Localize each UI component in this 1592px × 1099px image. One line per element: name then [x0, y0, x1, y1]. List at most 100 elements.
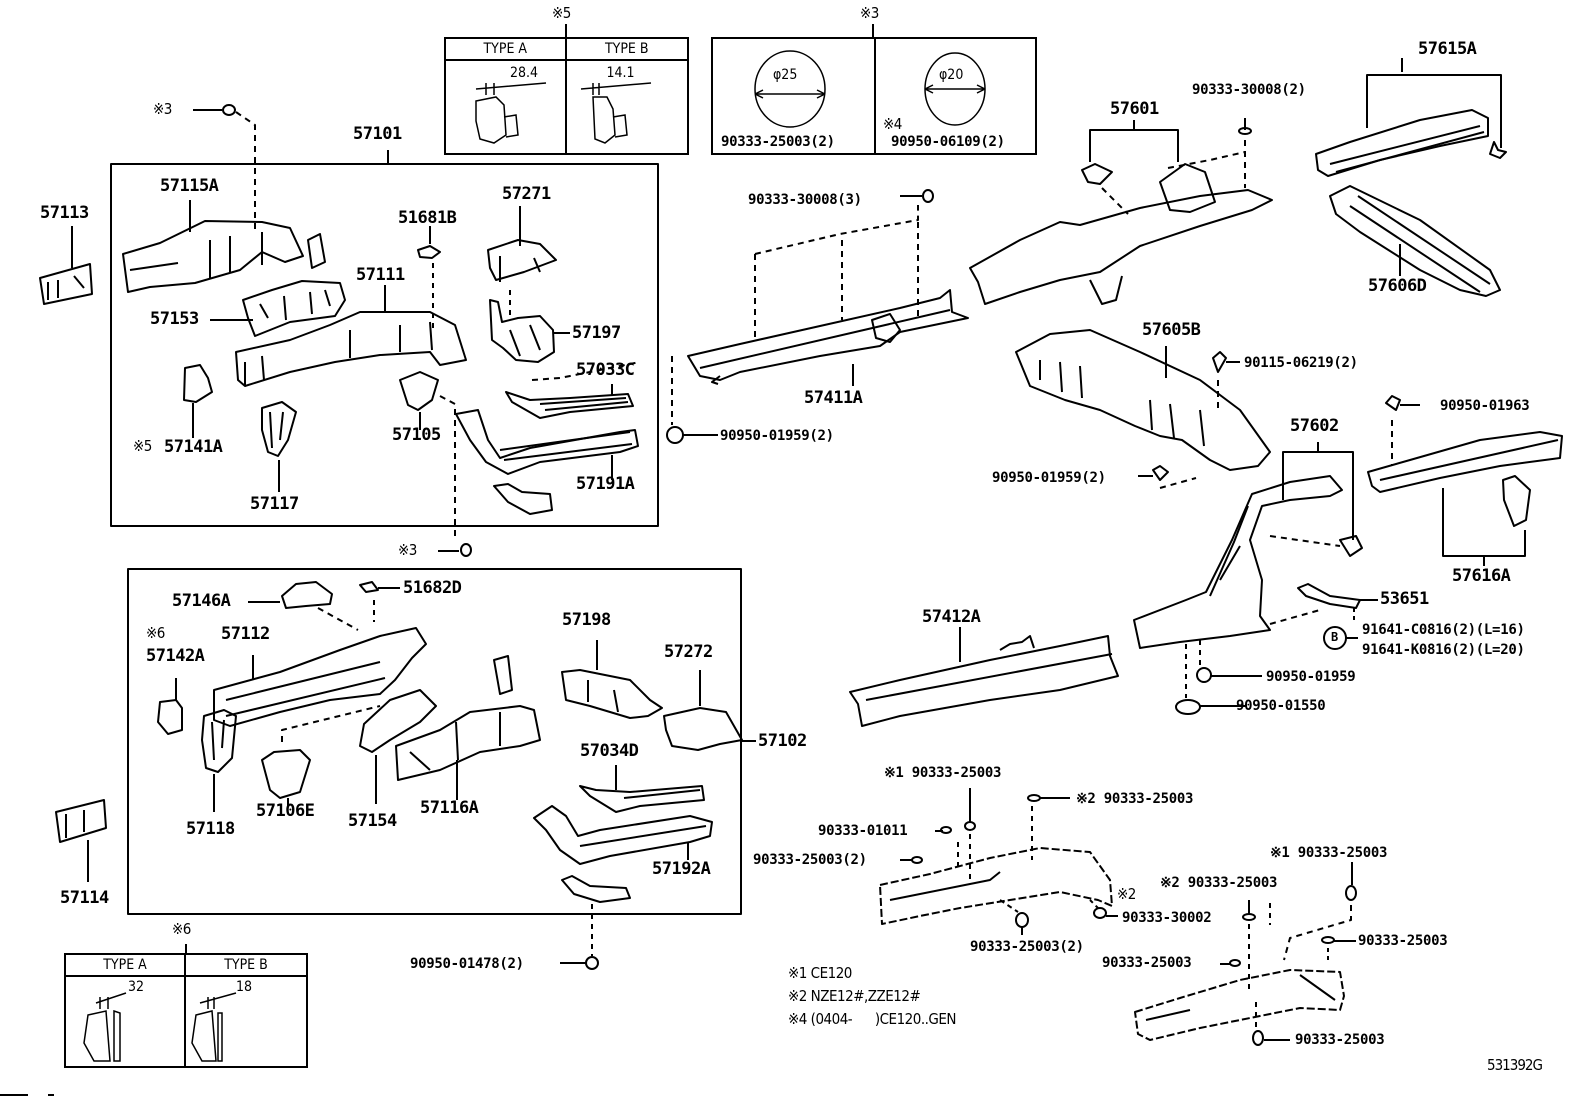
label-57115a[interactable]: 57115A [160, 176, 219, 196]
label-57154[interactable]: 57154 [348, 811, 397, 831]
part-57412a [849, 627, 1119, 727]
label-57033c[interactable]: 57033C [576, 360, 635, 380]
reinforcement-type-a-icon [83, 992, 127, 1062]
part-57197 [489, 299, 570, 363]
label-90950-01959[interactable]: 90950-01959 [1266, 669, 1356, 685]
part-57106e [261, 705, 381, 806]
plug1-label-s1[interactable]: ※1 90333-25003 [884, 765, 1002, 781]
label-57616a[interactable]: 57616A [1452, 566, 1511, 586]
reinforcement-type-b-icon [191, 992, 237, 1062]
label-57271[interactable]: 57271 [502, 184, 551, 204]
table-s6-dim-b: 18 [236, 979, 253, 995]
label-57412a[interactable]: 57412A [922, 607, 981, 627]
label-57118[interactable]: 57118 [186, 819, 235, 839]
part-53651 [1269, 583, 1378, 650]
part-57616a [1367, 395, 1563, 566]
plug2-label-s1[interactable]: ※1 90333-25003 [1270, 845, 1388, 861]
label-57615a[interactable]: 57615A [1418, 39, 1477, 59]
label-90950-01959-2-left[interactable]: 90950-01959(2) [720, 428, 834, 444]
table-s6-marker: ※6 [172, 920, 191, 938]
label-91641-k0816[interactable]: 91641-K0816(2)(L=20) [1362, 642, 1525, 658]
legend-s1: ※1 CE120 [788, 964, 852, 982]
label-57146a[interactable]: 57146A [172, 591, 231, 611]
part-57272 [663, 670, 743, 751]
part-57033c [505, 361, 641, 419]
label-57605b[interactable]: 57605B [1142, 320, 1201, 340]
label-90950-01963[interactable]: 90950-01963 [1440, 398, 1530, 414]
label-57113[interactable]: 57113 [40, 203, 89, 223]
marker-s3-mid: ※3 [398, 541, 417, 559]
plug1-label-90333-30002[interactable]: 90333-30002 [1122, 910, 1212, 926]
plug1-note-s2: ※2 [1117, 885, 1136, 903]
label-51682d[interactable]: 51682D [403, 578, 462, 598]
label-57198[interactable]: 57198 [562, 610, 611, 630]
part-57105 [399, 371, 456, 540]
part-57116a [395, 655, 541, 800]
part-51682d [359, 581, 400, 622]
label-57153[interactable]: 57153 [150, 309, 199, 329]
label-90333-30008-3[interactable]: 90333-30008(3) [748, 192, 862, 208]
label-57191a[interactable]: 57191A [576, 474, 635, 494]
label-90115-06219-2[interactable]: 90115-06219(2) [1244, 355, 1358, 371]
part-57118 [201, 709, 237, 812]
label-57116a[interactable]: 57116A [420, 798, 479, 818]
plug1-label-90333-01011[interactable]: 90333-01011 [818, 823, 908, 839]
part-57142a [157, 678, 183, 735]
plug2-label-90333-25003-bottom[interactable]: 90333-25003 [1295, 1032, 1385, 1048]
label-57602[interactable]: 57602 [1290, 416, 1339, 436]
label-57111[interactable]: 57111 [356, 265, 405, 285]
plug-group-2 [1134, 862, 1357, 1046]
part-57198 [561, 640, 663, 719]
label-57117[interactable]: 57117 [250, 494, 299, 514]
plug2-label-90333-25003-left[interactable]: 90333-25003 [1102, 955, 1192, 971]
plug2-label-90333-25003-right[interactable]: 90333-25003 [1358, 933, 1448, 949]
label-57142a[interactable]: 57142A [146, 646, 205, 666]
plug-group-1 [879, 788, 1118, 935]
label-57272[interactable]: 57272 [664, 642, 713, 662]
table-s3: φ25 φ20 90333-25003(2) ※4 90950-06109(2) [711, 37, 1037, 155]
label-57106e[interactable]: 57106E [256, 801, 315, 821]
plug1-label-s2[interactable]: ※2 90333-25003 [1076, 791, 1194, 807]
plug-s3-mid [438, 543, 472, 557]
table-s6-header-type-a: TYPE A [66, 955, 186, 977]
clip-type-b-icon [580, 82, 651, 144]
label-90950-01550[interactable]: 90950-01550 [1236, 698, 1326, 714]
label-57197[interactable]: 57197 [572, 323, 621, 343]
plug2-label-s2[interactable]: ※2 90333-25003 [1160, 875, 1278, 891]
label-90333-30008-2[interactable]: 90333-30008(2) [1192, 82, 1306, 98]
plug1-label-90333-25003-2-bottom[interactable]: 90333-25003(2) [970, 939, 1084, 955]
table-s5-dim-b: 14.1 [606, 65, 635, 81]
plug-s3-top [193, 104, 256, 230]
label-91641-c0816[interactable]: 91641-C0816(2)(L=16) [1362, 622, 1525, 638]
label-57112[interactable]: 57112 [221, 624, 270, 644]
part-57601 [969, 118, 1273, 305]
label-57411a[interactable]: 57411A [804, 388, 863, 408]
bolt-marker-b: B [1331, 630, 1338, 644]
part-57146a [248, 581, 359, 631]
label-57102[interactable]: 57102 [758, 731, 807, 751]
label-57141a[interactable]: 57141A [164, 437, 223, 457]
label-57601[interactable]: 57601 [1110, 99, 1159, 119]
hole-plug-part-left: 90333-25003(2) [721, 134, 835, 150]
hole-note-s4: ※4 [883, 115, 902, 133]
label-90950-01478-2[interactable]: 90950-01478(2) [410, 956, 524, 972]
table-s6-header-type-b: TYPE B [186, 955, 306, 977]
label-57192a[interactable]: 57192A [652, 859, 711, 879]
plug1-label-90333-25003-2[interactable]: 90333-25003(2) [753, 852, 867, 868]
part-57411a [687, 189, 969, 386]
part-57602 [1133, 442, 1363, 649]
label-57105[interactable]: 57105 [392, 425, 441, 445]
fastener-90950-01550 [1175, 644, 1246, 715]
legend-s4: ※4 (0404- )CE120..GEN [788, 1010, 956, 1028]
label-57101[interactable]: 57101 [353, 124, 402, 144]
label-57034d[interactable]: 57034D [580, 741, 639, 761]
label-57114[interactable]: 57114 [60, 888, 109, 908]
label-57606d[interactable]: 57606D [1368, 276, 1427, 296]
table-s5-header-type-b: TYPE B [566, 39, 687, 61]
label-53651[interactable]: 53651 [1380, 589, 1429, 609]
table-s6: TYPE A TYPE B 32 18 [64, 953, 308, 1068]
label-90950-01959-2-right[interactable]: 90950-01959(2) [992, 470, 1106, 486]
part-57034d [579, 765, 705, 813]
label-51681b[interactable]: 51681B [398, 208, 457, 228]
